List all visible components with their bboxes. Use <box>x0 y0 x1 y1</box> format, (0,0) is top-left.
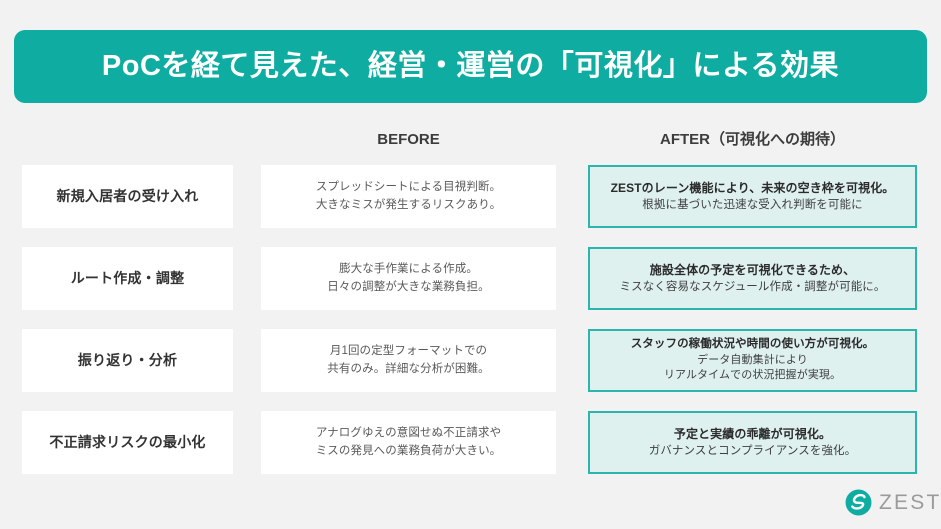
page-title: PoCを経て見えた、経営・運営の「可視化」による効果 <box>101 50 840 82</box>
row-label-cell: ルート作成・調整 <box>22 247 233 310</box>
column-headers: BEFORE AFTER（可視化への期待） <box>0 128 941 152</box>
before-line: スプレッドシートによる目視判断。 <box>315 180 502 193</box>
before-line: 共有のみ。詳細な分析が困難。 <box>327 362 490 375</box>
after-line: ミスなく容易なスケジュール作成・調整が可能に。 <box>619 280 886 293</box>
before-cell: スプレッドシートによる目視判断。 大きなミスが発生するリスクあり。 <box>261 165 556 228</box>
after-line: 根拠に基づいた迅速な受入れ判断を可能に <box>642 198 863 211</box>
row-label-cell: 不正請求リスクの最小化 <box>22 411 233 474</box>
before-line: アナログゆえの意図せぬ不正請求や <box>315 426 502 439</box>
row-label: ルート作成・調整 <box>70 270 185 287</box>
table-row: ルート作成・調整 膨大な手作業による作成。 日々の調整が大きな業務負担。 施設全… <box>0 247 941 310</box>
after-cell: スタッフの稼働状況や時間の使い方が可視化。 データ自動集計により リアルタイムで… <box>588 329 917 392</box>
after-cell: ZESTのレーン機能により、未来の空き枠を可視化。 根拠に基づいた迅速な受入れ判… <box>588 165 917 228</box>
before-cell: 月1回の定型フォーマットでの 共有のみ。詳細な分析が困難。 <box>261 329 556 392</box>
table-row: 不正請求リスクの最小化 アナログゆえの意図せぬ不正請求や ミスの発見への業務負荷… <box>0 411 941 474</box>
before-line: ミスの発見への業務負荷が大きい。 <box>315 444 502 457</box>
after-line-primary: 施設全体の予定を可視化できるため、 <box>649 262 856 277</box>
column-header-before: BEFORE <box>377 131 440 148</box>
after-line: データ自動集計により <box>697 354 808 367</box>
after-line: リアルタイムでの状況把握が実現。 <box>663 369 842 382</box>
row-label: 不正請求リスクの最小化 <box>49 434 206 451</box>
after-line-primary: スタッフの稼働状況や時間の使い方が可視化。 <box>630 338 875 351</box>
comparison-grid: 新規入居者の受け入れ スプレッドシートによる目視判断。 大きなミスが発生するリス… <box>0 165 941 474</box>
before-line: 膨大な手作業による作成。 <box>339 262 478 275</box>
column-header-after: AFTER（可視化への期待） <box>660 131 845 148</box>
zest-logo: ZEST <box>845 489 941 516</box>
table-row: 振り返り・分析 月1回の定型フォーマットでの 共有のみ。詳細な分析が困難。 スタ… <box>0 329 941 392</box>
row-label-cell: 振り返り・分析 <box>22 329 233 392</box>
before-line: 日々の調整が大きな業務負担。 <box>327 280 490 293</box>
before-line: 月1回の定型フォーマットでの <box>329 344 488 357</box>
row-label: 新規入居者の受け入れ <box>56 188 199 205</box>
after-cell: 予定と実績の乖離が可視化。 ガバナンスとコンプライアンスを強化。 <box>588 411 917 474</box>
after-cell: 施設全体の予定を可視化できるため、 ミスなく容易なスケジュール作成・調整が可能に… <box>588 247 917 310</box>
before-cell: 膨大な手作業による作成。 日々の調整が大きな業務負担。 <box>261 247 556 310</box>
after-line: ガバナンスとコンプライアンスを強化。 <box>648 444 857 457</box>
row-label: 振り返り・分析 <box>77 352 178 369</box>
zest-wordmark: ZEST <box>879 491 941 514</box>
after-line-primary: 予定と実績の乖離が可視化。 <box>673 426 832 441</box>
row-label-cell: 新規入居者の受け入れ <box>22 165 233 228</box>
after-line-primary: ZESTのレーン機能により、未来の空き枠を可視化。 <box>610 180 895 195</box>
slide-title-banner: PoCを経て見えた、経営・運営の「可視化」による効果 <box>14 30 927 103</box>
before-cell: アナログゆえの意図せぬ不正請求や ミスの発見への業務負荷が大きい。 <box>261 411 556 474</box>
zest-mark-icon <box>845 489 872 516</box>
before-line: 大きなミスが発生するリスクあり。 <box>315 198 502 211</box>
table-row: 新規入居者の受け入れ スプレッドシートによる目視判断。 大きなミスが発生するリス… <box>0 165 941 228</box>
